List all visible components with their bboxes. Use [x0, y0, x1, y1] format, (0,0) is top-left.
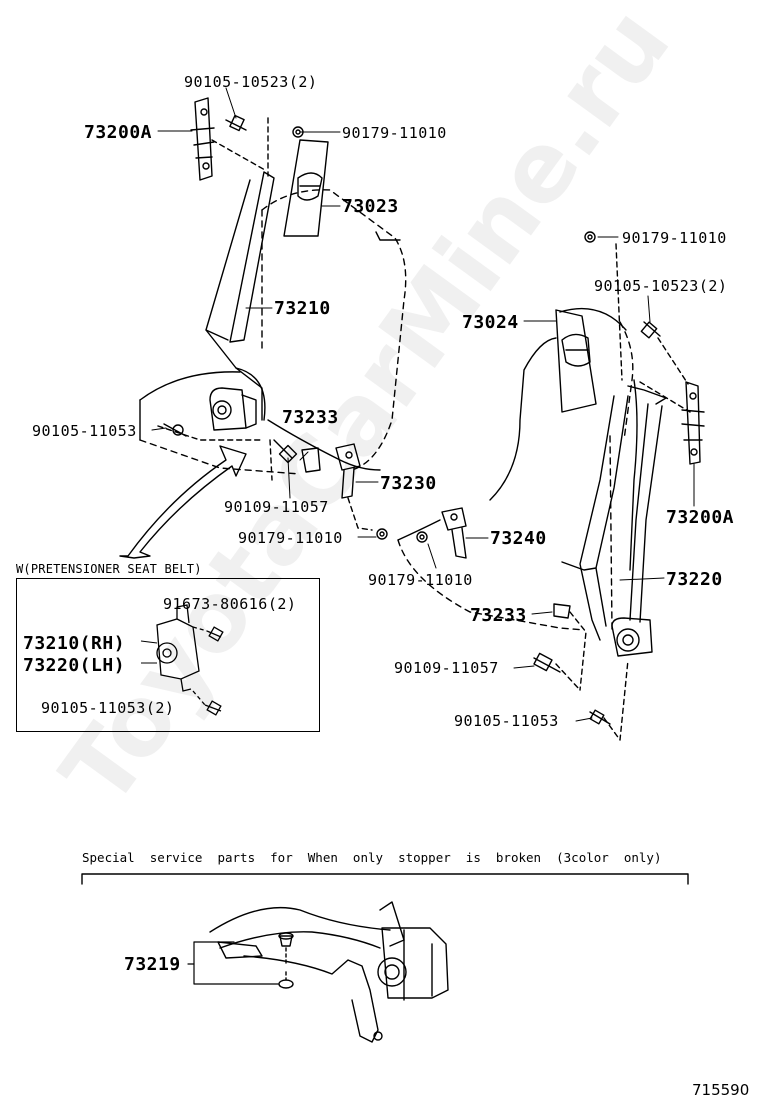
right-bolt-90109 [533, 652, 561, 673]
right-seat-outline [397, 321, 634, 631]
label-90105-11053-left: 90105-11053 [32, 422, 137, 440]
inset-title: W(PRETENSIONER SEAT BELT) [16, 562, 202, 576]
right-bolt-90105 [589, 709, 611, 725]
right-stopper [553, 603, 571, 619]
left-retractor [209, 387, 257, 431]
left-pillar-trim [283, 139, 329, 237]
left-lower-nut [376, 528, 388, 540]
left-belt [205, 171, 275, 421]
label-90105-11053-right: 90105-11053 [454, 712, 559, 730]
label-90109-11057-right: 90109-11057 [394, 659, 499, 677]
right-pillar-trim [555, 309, 597, 413]
inset-box: 91673-80616(2) 73210(RH) 73220(LH) 90105… [16, 578, 320, 732]
special-service-note: Special service parts for When only stop… [82, 850, 662, 865]
note-bracket [81, 873, 689, 885]
right-lower-dash [555, 611, 629, 741]
right-lower-nut [416, 531, 428, 543]
label-90105-10523-right: 90105-10523(2) [594, 277, 728, 295]
label-73220-lh: 73220(LH) [23, 655, 126, 676]
stopper-parts [278, 932, 294, 989]
callout-arrow [119, 445, 247, 559]
right-buckle [441, 507, 467, 559]
label-73230: 73230 [380, 473, 437, 494]
right-upper-anchor [681, 381, 705, 465]
left-stopper [301, 447, 321, 473]
bottom-retractor-assembly [209, 901, 449, 1043]
label-90179-11010-lower: 90179-11010 [368, 571, 473, 589]
label-73210-rh: 73210(RH) [23, 633, 126, 654]
left-buckle [335, 443, 361, 499]
label-90109-11057-left: 90109-11057 [224, 498, 329, 516]
right-belt [561, 385, 667, 641]
label-73240: 73240 [490, 528, 547, 549]
left-upper-anchor [190, 97, 215, 181]
right-retractor [611, 617, 653, 657]
label-73210: 73210 [274, 298, 331, 319]
label-73233-left: 73233 [282, 407, 339, 428]
label-73023: 73023 [342, 196, 399, 217]
left-upper-bolt [225, 114, 247, 132]
left-trim-bracket [375, 231, 401, 241]
label-90179-11010-top: 90179-11010 [342, 124, 447, 142]
73219-bracket [187, 941, 279, 985]
right-seat-solid [397, 307, 638, 571]
right-upper-dash [615, 243, 691, 413]
label-90179-11010-right-top: 90179-11010 [622, 229, 727, 247]
label-90105-11053-2: 90105-11053(2) [41, 699, 175, 717]
left-seat-outline [139, 189, 407, 475]
label-73219: 73219 [124, 954, 181, 975]
label-90179-11010-mid: 90179-11010 [238, 529, 343, 547]
label-73220: 73220 [666, 569, 723, 590]
left-bolt-90109 [273, 439, 298, 464]
right-top-nut [584, 231, 596, 243]
diagram-id: 715590 [692, 1081, 750, 1099]
label-90105-10523-left: 90105-10523(2) [184, 73, 318, 91]
left-upper-dash [211, 117, 269, 177]
left-bolt-90105-11053 [163, 423, 187, 437]
label-73024: 73024 [462, 312, 519, 333]
label-73200a-left: 73200A [84, 122, 153, 143]
left-lower-dash [157, 425, 373, 531]
leader-lines [151, 87, 695, 722]
label-91673-80616: 91673-80616(2) [163, 595, 297, 613]
label-73200a-right: 73200A [666, 507, 735, 528]
inset-drawing [140, 604, 224, 716]
right-upper-bolt [640, 321, 661, 339]
label-73233-right: 73233 [470, 605, 527, 626]
